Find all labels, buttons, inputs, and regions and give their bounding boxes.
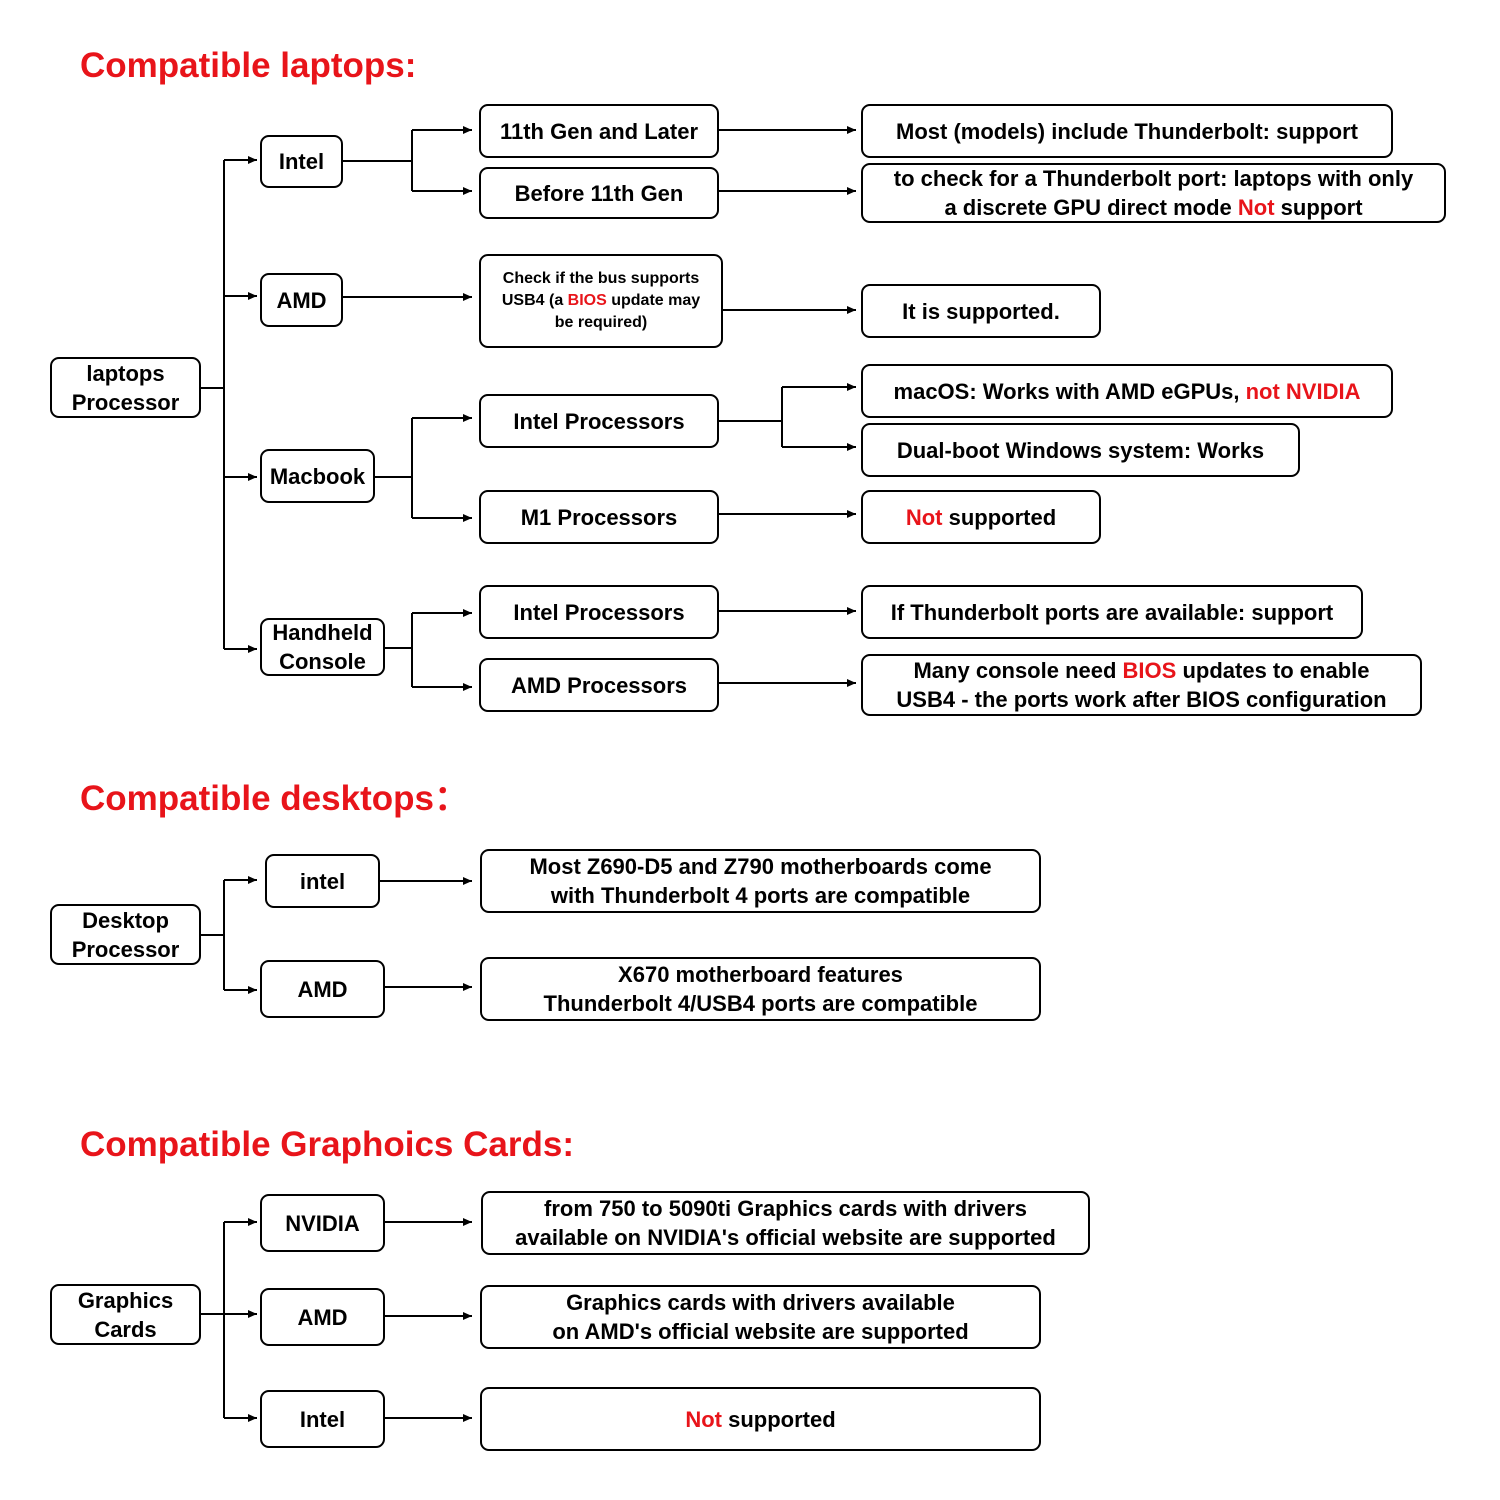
handheld-amd-processors-node: AMD Processors [479, 658, 719, 712]
m1-result-not: Not [905, 504, 943, 530]
macos-result-not-nvidia: not NVIDIA [1245, 378, 1361, 404]
handheld-amd-result-bios: BIOS [1122, 658, 1177, 683]
handheld-intel-result: If Thunderbolt ports are available: supp… [861, 585, 1363, 639]
laptops-processor-line1: laptops [86, 360, 165, 386]
amd-check-line2-text: USB4 (a [501, 292, 568, 309]
intel-graphics-not-supported-result: Not supported [480, 1387, 1041, 1451]
handheld-amd-result-line1-end: updates to enable [1176, 658, 1370, 683]
graphics-cards-line1: Graphics [77, 1287, 174, 1313]
handheld-amd-result-line2: USB4 - the ports work after BIOS configu… [896, 687, 1387, 712]
laptops-processor-node: laptops Processor [50, 357, 201, 418]
macos-result-text: macOS: Works with AMD eGPUs, [893, 378, 1246, 404]
amd-check-line2-end: update may [606, 292, 701, 309]
desktop-amd-result-line1: X670 motherboard features [618, 962, 903, 987]
desktop-intel-result: Most Z690-D5 and Z790 motherboards come … [480, 849, 1041, 913]
desktop-intel-node: intel [265, 854, 380, 908]
handheld-amd-result: Many console need BIOS updates to enable… [861, 654, 1422, 716]
amd-graphics-result-line1: Graphics cards with drivers available [566, 1290, 955, 1315]
desktop-processor-line1: Desktop [82, 907, 169, 933]
intel-graphics-result-supported: supported [721, 1406, 836, 1432]
macbook-intel-processors-node: Intel Processors [479, 394, 719, 448]
desktop-amd-result-line2: Thunderbolt 4/USB4 ports are compatible [543, 991, 978, 1016]
dual-boot-result: Dual-boot Windows system: Works [861, 423, 1300, 477]
desktop-processor-node: Desktop Processor [50, 904, 201, 965]
nvidia-result: from 750 to 5090ti Graphics cards with d… [481, 1191, 1090, 1255]
intel-graphics-result-not: Not [685, 1406, 722, 1432]
desktop-amd-node: AMD [260, 960, 385, 1018]
amd-check-line3: be required) [554, 314, 648, 331]
graphics-cards-line2: Cards [94, 1316, 157, 1342]
nvidia-result-line2: available on NVIDIA's official website a… [515, 1225, 1056, 1250]
intel-before-result-line2-end: support [1274, 195, 1363, 220]
amd-check-bios: BIOS [567, 292, 607, 309]
amd-graphics-result-line2: on AMD's official website are supported [552, 1319, 969, 1344]
m1-not-supported-result: Not supported [861, 490, 1101, 544]
amd-check-line2: USB4 (a BIOS update may [502, 290, 700, 312]
desktop-amd-result: X670 motherboard features Thunderbolt 4/… [480, 957, 1041, 1021]
graphics-section-title: Compatible Graphoics Cards: [80, 1125, 574, 1164]
desktops-section-title: Compatible desktops： [80, 779, 469, 818]
laptop-amd-node: AMD [260, 273, 343, 327]
handheld-line2: Console [279, 649, 366, 674]
intel-before-11th-node: Before 11th Gen [479, 167, 719, 219]
intel-before-result-line1: to check for a Thunderbolt port: laptops… [893, 166, 1414, 191]
intel-before-result-not: Not [1237, 195, 1275, 220]
macos-result: macOS: Works with AMD eGPUs, not NVIDIA [861, 364, 1393, 418]
graphics-nvidia-node: NVIDIA [260, 1194, 385, 1252]
graphics-cards-node: Graphics Cards [50, 1284, 201, 1345]
graphics-intel-node: Intel [260, 1390, 385, 1448]
amd-bus-check-node: Check if the bus supports USB4 (a BIOS u… [479, 254, 723, 348]
intel-before-result-line2-text: a discrete GPU direct mode [944, 195, 1238, 220]
macbook-m1-processors-node: M1 Processors [479, 490, 719, 544]
nvidia-result-line1: from 750 to 5090ti Graphics cards with d… [544, 1196, 1027, 1221]
amd-supported-result: It is supported. [861, 284, 1101, 338]
intel-11th-gen-node: 11th Gen and Later [479, 104, 719, 158]
laptops-section-title: Compatible laptops: [80, 46, 417, 85]
handheld-amd-result-line1-text: Many console need [913, 658, 1123, 683]
laptops-processor-line2: Processor [71, 389, 180, 415]
desktop-intel-result-line2: with Thunderbolt 4 ports are compatible [550, 883, 971, 908]
handheld-intel-processors-node: Intel Processors [479, 585, 719, 639]
macbook-node: Macbook [260, 449, 375, 503]
desktop-intel-result-line1: Most Z690-D5 and Z790 motherboards come [529, 854, 992, 879]
intel-11th-gen-result: Most (models) include Thunderbolt: suppo… [861, 104, 1393, 158]
handheld-console-node: Handheld Console [260, 618, 385, 676]
handheld-line1: Handheld [272, 620, 373, 645]
intel-before-11th-result: to check for a Thunderbolt port: laptops… [861, 163, 1446, 223]
intel-before-result-line2: a discrete GPU direct mode Not support [894, 193, 1413, 222]
m1-result-supported: supported [942, 504, 1057, 530]
handheld-amd-result-line1: Many console need BIOS updates to enable [896, 656, 1386, 685]
graphics-amd-node: AMD [260, 1288, 385, 1346]
laptop-intel-node: Intel [260, 135, 343, 188]
amd-check-line1: Check if the bus supports [502, 270, 700, 287]
desktop-processor-line2: Processor [71, 936, 180, 962]
amd-graphics-result: Graphics cards with drivers available on… [480, 1285, 1041, 1349]
